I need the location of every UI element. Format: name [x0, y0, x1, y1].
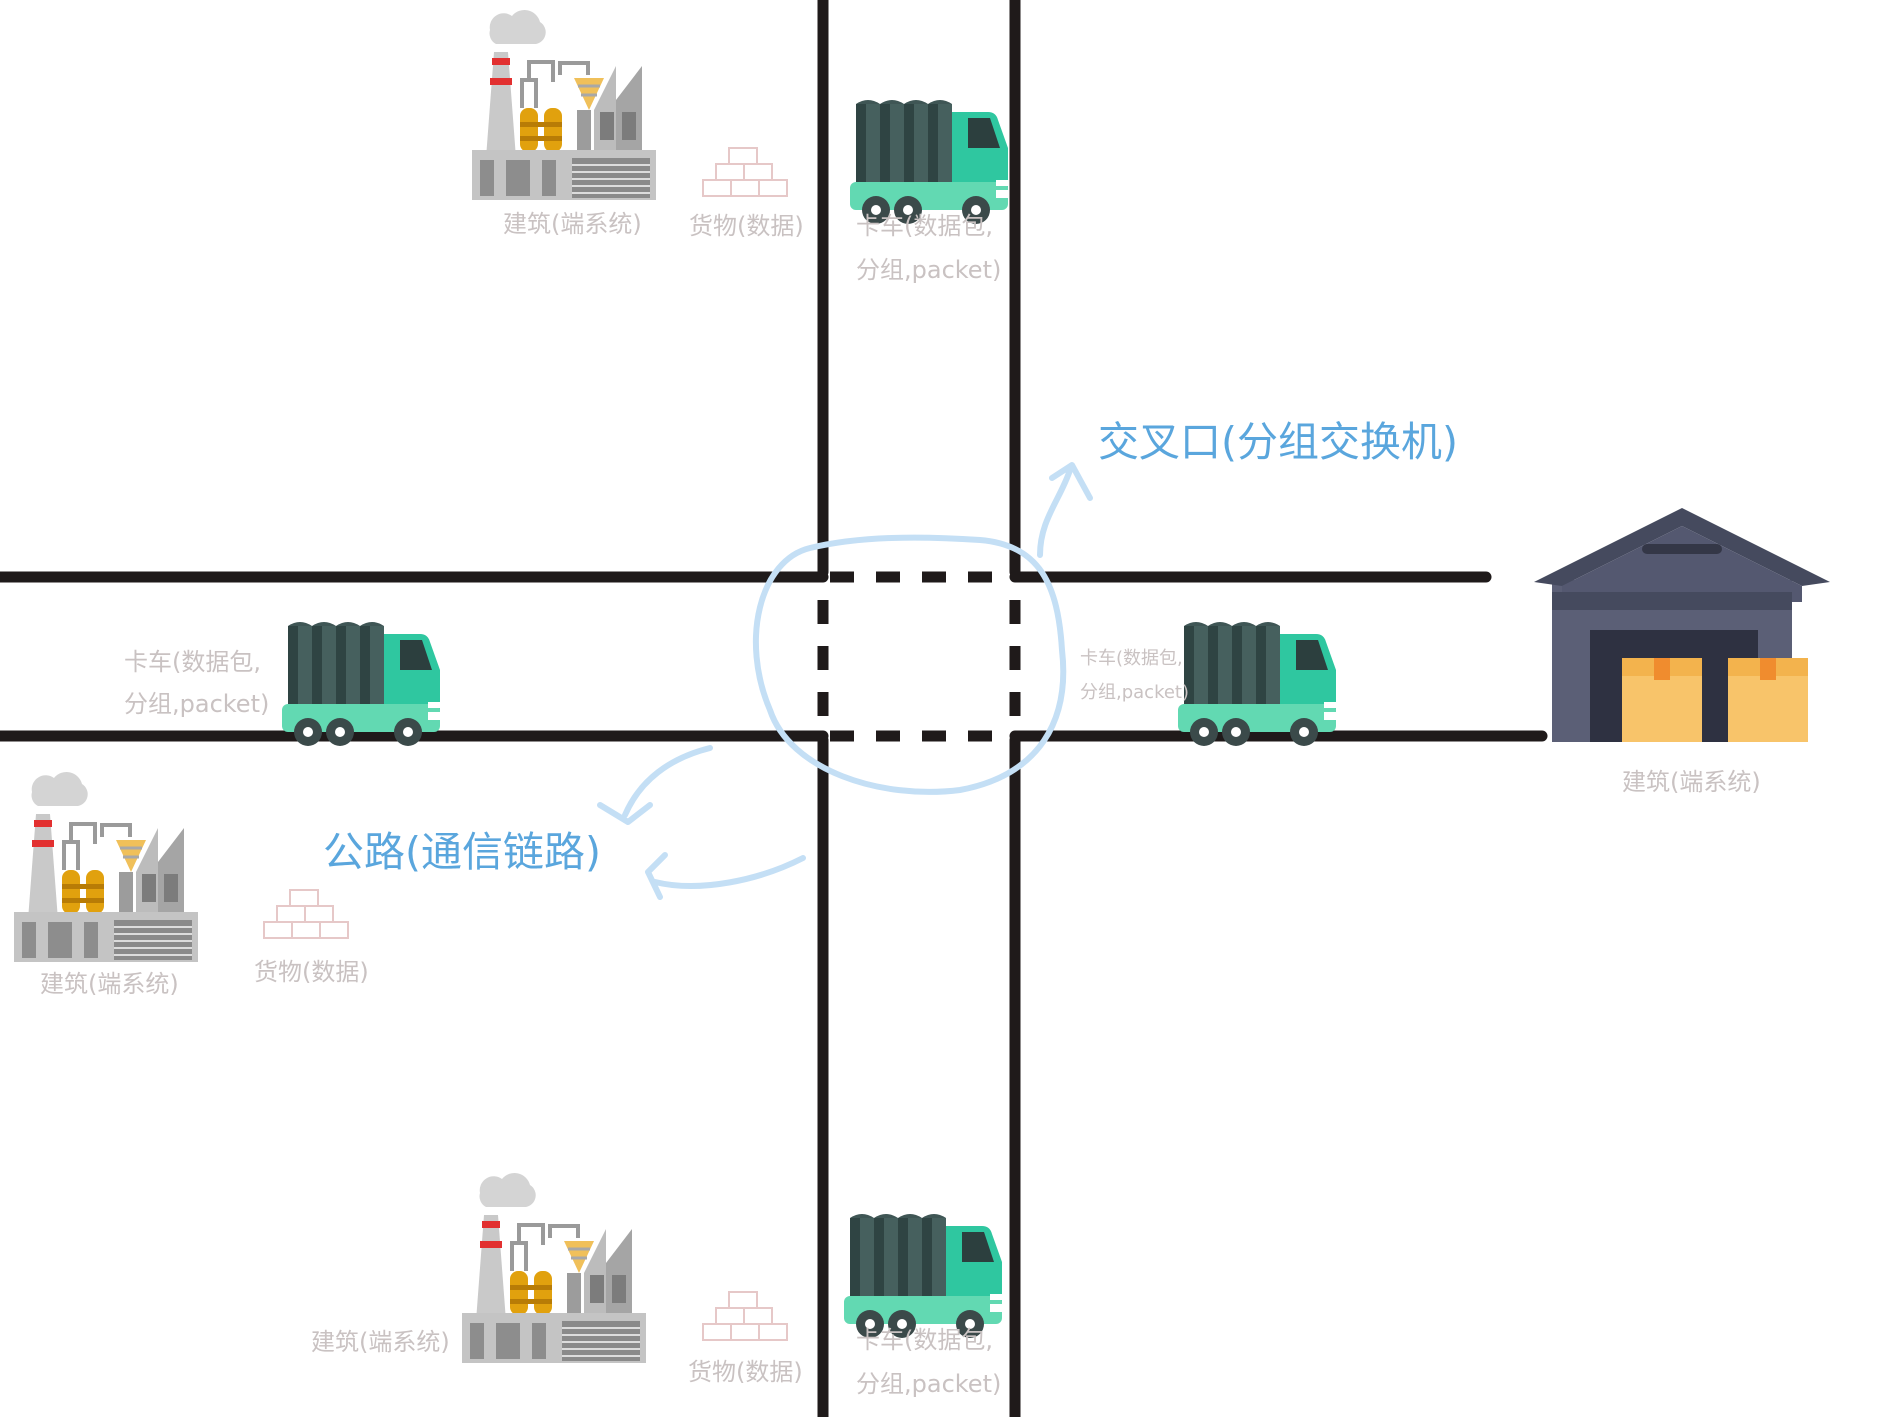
truck-label-line1: 卡车(数据包, — [856, 1326, 993, 1354]
truck-label-line2: 分组,packet) — [856, 1370, 1001, 1398]
warehouse-icon — [1534, 508, 1830, 742]
truck-label-small-line2: 分组,packet) — [1080, 682, 1189, 703]
truck-label-line1: 卡车(数据包, — [124, 648, 261, 676]
truck-icon — [850, 100, 1008, 224]
truck-label-line2: 分组,packet) — [856, 256, 1001, 284]
cargo-label: 货物(数据) — [688, 1358, 803, 1386]
truck-label-line1: 卡车(数据包, — [856, 212, 993, 240]
truck-label-small-line1: 卡车(数据包, — [1080, 648, 1183, 669]
intersection-circle — [752, 534, 1067, 795]
hand-drawn-marks — [597, 462, 1093, 900]
building-label: 建筑(端系统) — [311, 1328, 450, 1356]
intersection-annotation: 交叉口(分组交换机) — [1098, 418, 1458, 466]
building-label: 建筑(端系统) — [1622, 768, 1761, 796]
highway-arrow-top — [597, 745, 713, 825]
highway-annotation: 公路(通信链路) — [323, 828, 601, 876]
factory-icon — [460, 1170, 648, 1365]
building-label: 建筑(端系统) — [503, 210, 642, 238]
building-label: 建筑(端系统) — [40, 970, 179, 998]
factory-icon — [12, 769, 200, 964]
cargo-boxes-icon — [702, 147, 788, 197]
truck-icon — [1178, 622, 1336, 746]
intersection-arrow — [1037, 462, 1093, 558]
cargo-label: 货物(数据) — [689, 212, 804, 240]
truck-icon — [844, 1214, 1002, 1338]
cargo-boxes-icon — [702, 1291, 788, 1341]
cargo-label: 货物(数据) — [254, 958, 369, 986]
factory-icon — [470, 7, 658, 202]
truck-label-line2: 分组,packet) — [124, 690, 269, 718]
cargo-boxes-icon — [263, 889, 349, 939]
truck-icon — [282, 622, 440, 746]
highway-arrow-bottom — [645, 852, 806, 900]
